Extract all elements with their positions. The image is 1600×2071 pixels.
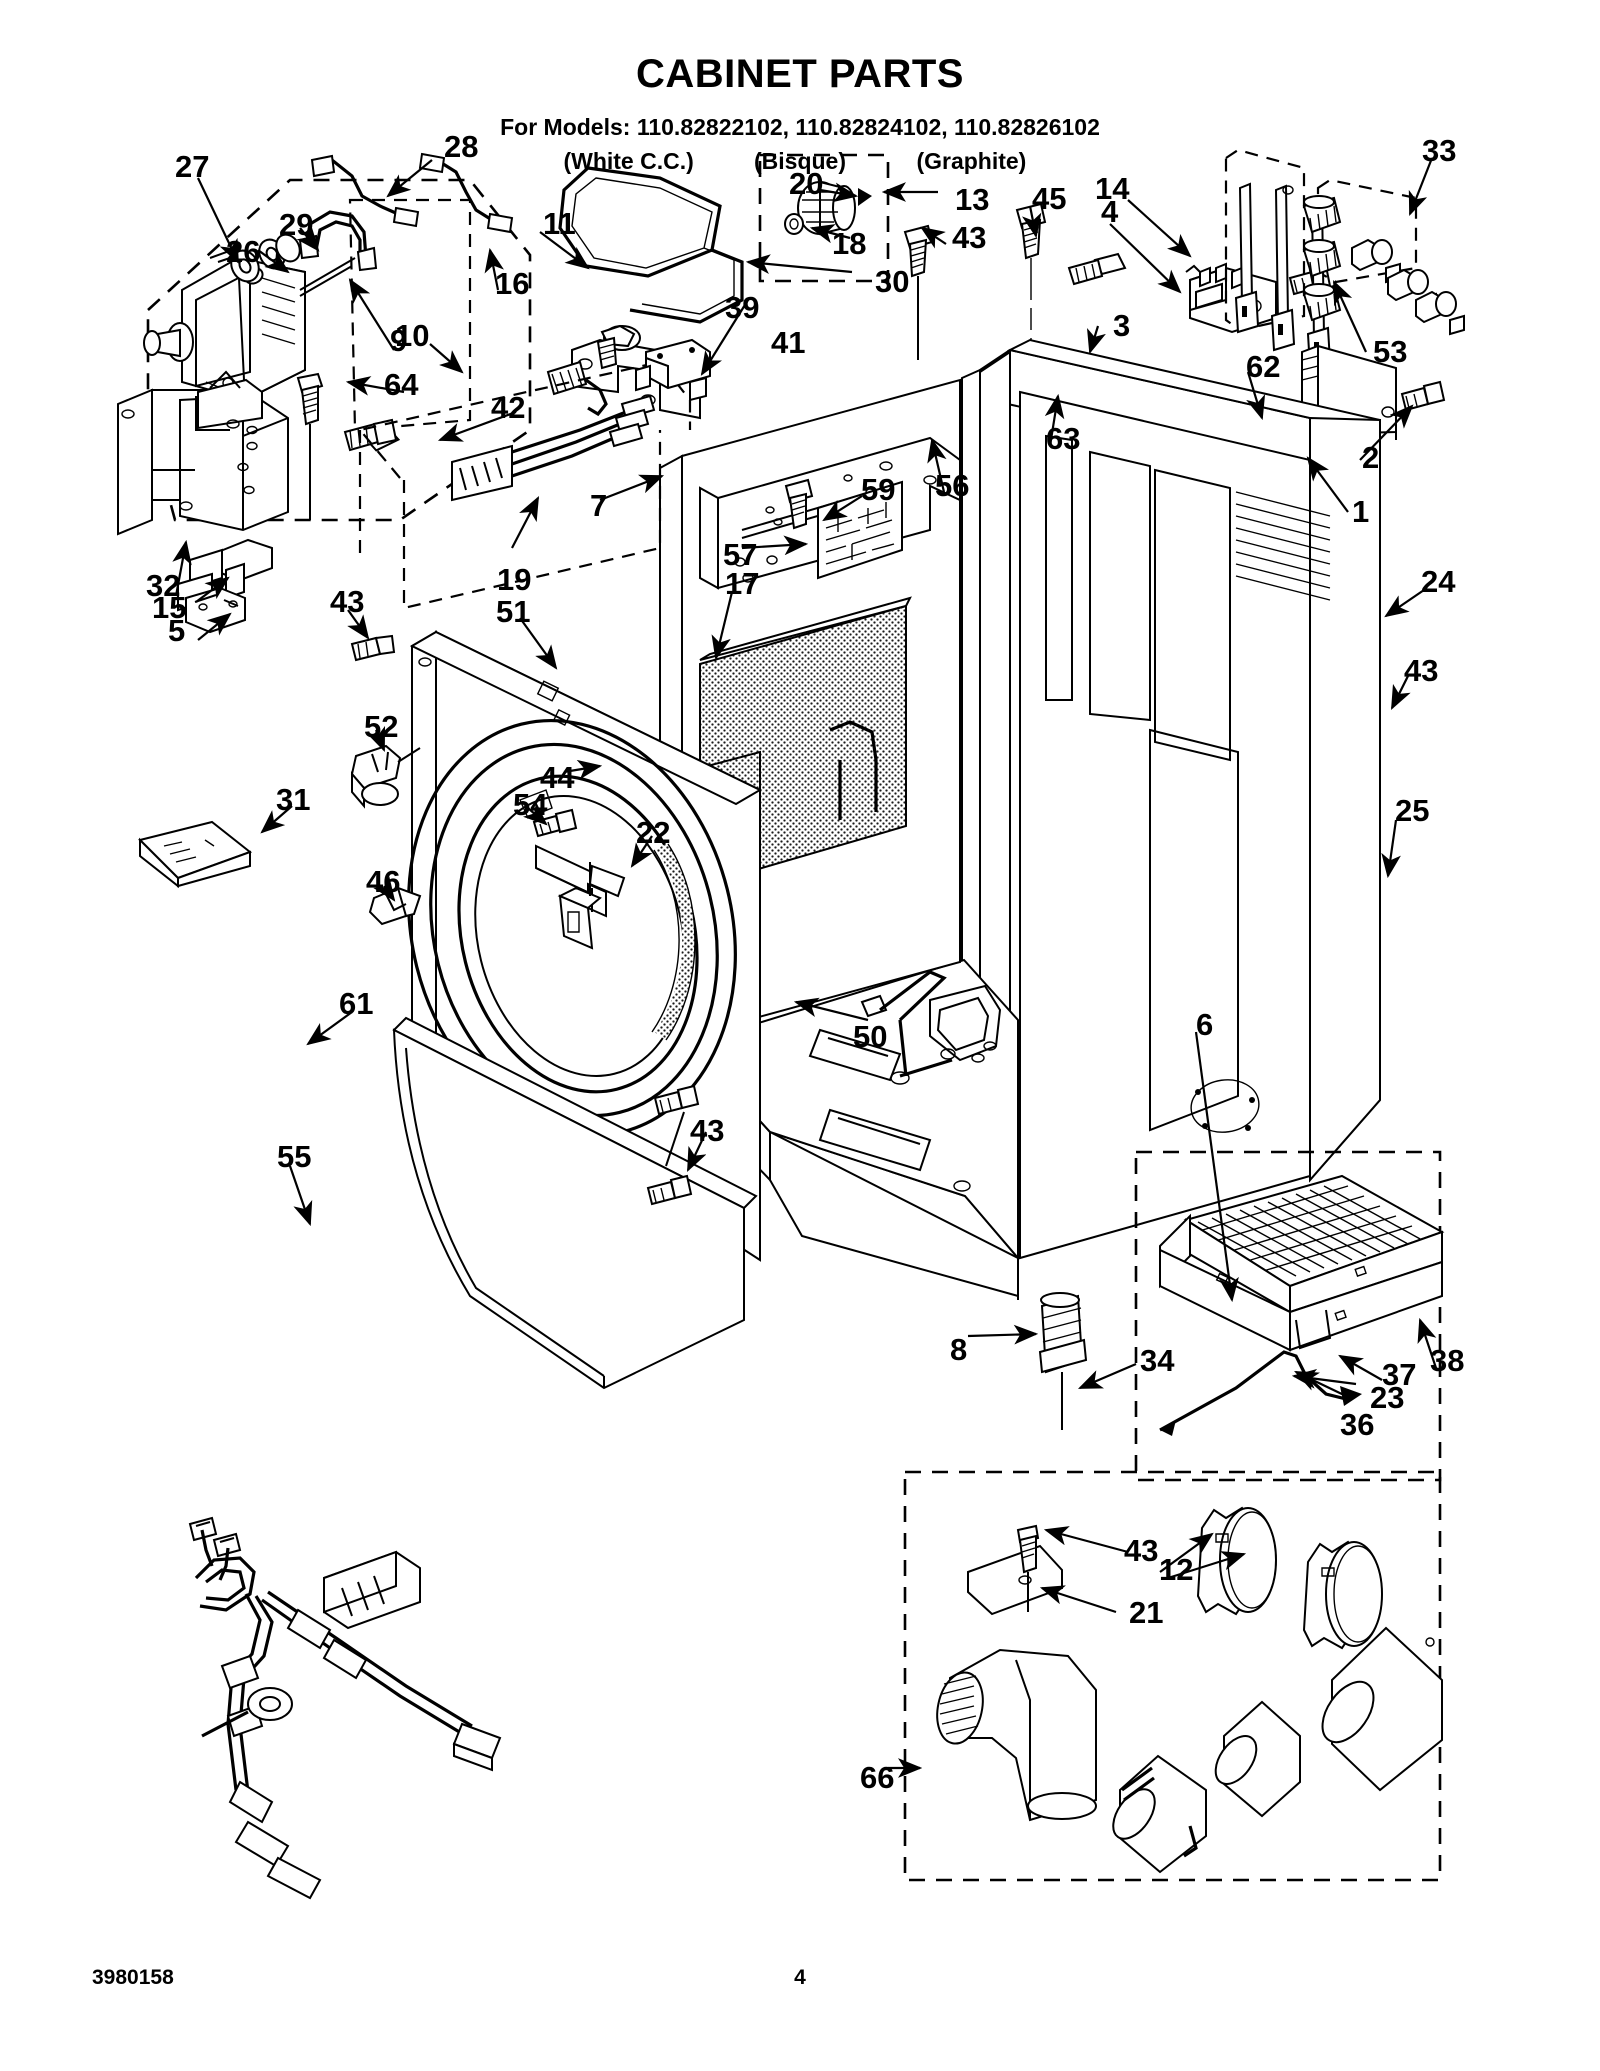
callout-toe-panel-assembly-25: 25 <box>1395 793 1430 828</box>
terminal-block-icon <box>1186 264 1330 332</box>
callout-door-hinge-bushing-52: 52 <box>364 709 399 744</box>
callout-motor-clamp-9: 9 <box>390 323 408 358</box>
callout-vent-kit-group-66: 66 <box>860 1760 895 1795</box>
models-line: For Models: 110.82822102, 110.82824102, … <box>500 114 1100 140</box>
callout-screw-motor-bracket-42: 42 <box>491 390 526 425</box>
callout-door-bumper-46: 46 <box>366 864 401 899</box>
page-number: 4 <box>794 1966 806 1989</box>
callout-motor-harness-lead-16: 16 <box>495 266 530 301</box>
callout-wire-harness-assy-19: 19 <box>497 562 532 597</box>
callout-front-panel-skirt-61: 61 <box>339 986 374 1021</box>
color-variant-2: (Bisque) <box>754 148 846 174</box>
callout-screw-terminal-block-53: 53 <box>1373 334 1408 369</box>
lint-screen-icon <box>140 822 250 886</box>
callout-wire-connector-kit-33: 33 <box>1422 133 1457 168</box>
callout-vent-elbow-34: 34 <box>1140 1343 1175 1378</box>
callout-cabinet-side-wall-24: 24 <box>1421 564 1456 599</box>
leader-lines <box>172 158 1436 1778</box>
door-switch-icon <box>178 540 272 632</box>
callout-vent-duct-pipe-38: 38 <box>1430 1343 1465 1378</box>
callout-thermal-fuse-41: 41 <box>771 325 806 360</box>
vent-kit-icons <box>931 1508 1442 1872</box>
callout-screw-motor-mount-64: 64 <box>384 367 419 402</box>
callout-screw-cabinet-top-3: 3 <box>1113 308 1131 343</box>
callout-motor-mount-bracket-32: 32 <box>146 568 181 603</box>
callout-door-strike-15: 15 <box>152 590 187 625</box>
callout-screw-hex-head-43: 43 <box>1404 653 1439 688</box>
callout-screw-door-catch-54: 54 <box>513 787 548 822</box>
callout-motor-washer-29: 29 <box>279 207 314 242</box>
callout-cabinet-side-panel-1: 1 <box>1352 494 1370 529</box>
drive-motor-icon <box>144 250 355 400</box>
main-wire-harness-icon <box>190 1518 500 1898</box>
callout-top-support-bracket-56: 56 <box>935 468 970 503</box>
front-panel-skirt-icon <box>394 1018 756 1388</box>
callout-motor-pulley-grommet-26: 26 <box>226 234 261 269</box>
toe-panel-grille-icon <box>1160 1176 1442 1436</box>
callout-vent-bracket-plate-21: 21 <box>1129 1595 1164 1630</box>
callout-terminal-block-wires-14: 14 <box>1095 171 1130 206</box>
callout-wiring-diagram-label-57: 57 <box>723 537 758 572</box>
callout-front-panel-door-51: 51 <box>496 594 531 629</box>
motor-mount-bracket-icon <box>118 372 288 534</box>
callout-screw-hex-head-43: 43 <box>330 584 365 619</box>
callout-screw-hex-head-43: 43 <box>690 1113 725 1148</box>
blower-wheel-group-outline <box>760 155 888 281</box>
screw-motor-bracket-icon <box>345 420 400 452</box>
callout-wire-harness-motor-7: 7 <box>590 488 608 523</box>
callout-toe-panel-grille-6: 6 <box>1196 1007 1214 1042</box>
callout-rear-access-panel-62: 62 <box>1246 349 1281 384</box>
screw-cabinet-top-icon <box>1069 254 1125 284</box>
callout-idler-spring-10: 10 <box>395 318 430 353</box>
callout-leveling-leg-8: 8 <box>950 1332 968 1367</box>
wire-connector-icons <box>1236 184 1464 368</box>
drive-belt-icon <box>560 168 742 322</box>
callout-door-switch-5: 5 <box>168 613 186 648</box>
callout-drive-motor-assembly-27: 27 <box>175 149 210 184</box>
page-title: CABINET PARTS <box>636 52 964 96</box>
callout-blower-wheel-20: 20 <box>789 166 824 201</box>
callout-screw-hex-head-43: 43 <box>952 220 987 255</box>
callout-vent-coupler-37: 37 <box>1382 1357 1417 1392</box>
callout-screw-idler-bracket-11: 11 <box>543 206 576 241</box>
wire-harness-assy-icon <box>452 396 654 500</box>
callout-screw-label-59: 59 <box>861 472 896 507</box>
thermal-fuse-icon <box>636 340 710 400</box>
callout-door-seal-44: 44 <box>540 760 575 795</box>
callout-cabinet-clip-nut-63: 63 <box>1046 421 1081 456</box>
callout-vent-clamp-36: 36 <box>1340 1407 1375 1442</box>
door-hinge-bushing-icon <box>352 746 420 806</box>
callout-idler-pulley-bracket-39: 39 <box>725 290 760 325</box>
screw-motor-mount-icon <box>298 374 322 520</box>
callout-terminal-block-4: 4 <box>1101 194 1119 229</box>
callout-blower-wheel-nut-18: 18 <box>832 226 867 261</box>
color-variants: (White C.C.) (Bisque) (Graphite) <box>0 148 1600 175</box>
vent-kit-group-outline <box>905 1472 1440 1880</box>
motor-lead-wire-icons <box>312 154 512 232</box>
color-variant-3: (Graphite) <box>916 148 1027 174</box>
callout-main-wire-harness-55: 55 <box>277 1139 312 1174</box>
callout-screw-cabinet-front-45: 45 <box>1032 181 1067 216</box>
callout-motor-lead-wire-28: 28 <box>444 129 479 164</box>
callout-cabinet-base-50: 50 <box>853 1019 888 1054</box>
document-number: 3980158 <box>92 1966 174 1989</box>
callout-toe-panel-clip-rod-23: 23 <box>1370 1380 1405 1415</box>
callout-screw-hex-head-43: 43 <box>1124 1533 1159 1568</box>
callout-vent-cap-12: 12 <box>1159 1552 1194 1587</box>
callout-lint-screen-31: 31 <box>276 782 311 817</box>
screw-43-left-icon <box>352 636 394 660</box>
callout-lint-screen-panel-17: 17 <box>725 566 760 601</box>
callout-blower-wheel-kit-13: 13 <box>955 182 990 217</box>
callout-blower-housing-arrow-30: 30 <box>875 264 910 299</box>
callout-door-catch-22: 22 <box>636 815 671 850</box>
callout-screw-rear-panel-2: 2 <box>1362 440 1380 475</box>
